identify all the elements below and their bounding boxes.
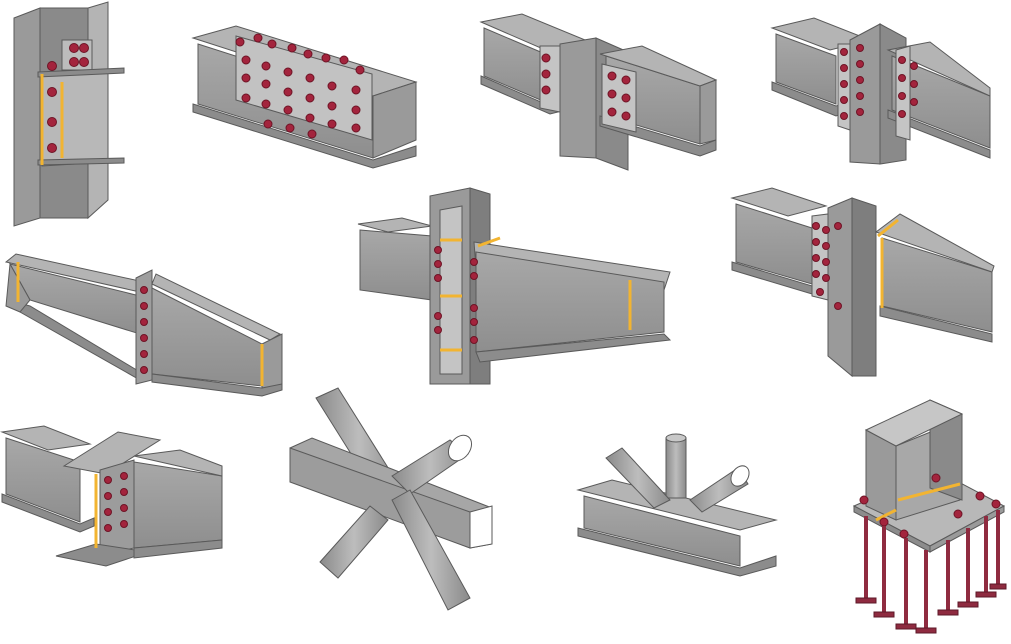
haunched-beam-column-icon <box>357 187 672 385</box>
tube-node-joint-icon <box>289 387 493 611</box>
beam-column-welded-bolted-icon <box>730 187 995 378</box>
bolted-column-splice-icon <box>13 1 125 227</box>
beam-column-end-plate-icon <box>479 13 718 171</box>
crossing-beams-bolted-icon <box>0 425 223 567</box>
column-base-anchors-icon <box>852 399 1007 634</box>
tube-on-beam-joint-icon <box>576 433 778 577</box>
bolted-beam-splice-icon <box>191 25 418 169</box>
haunched-beam-splice-icon <box>4 253 283 397</box>
double-beam-column-bolted-icon <box>770 17 991 165</box>
